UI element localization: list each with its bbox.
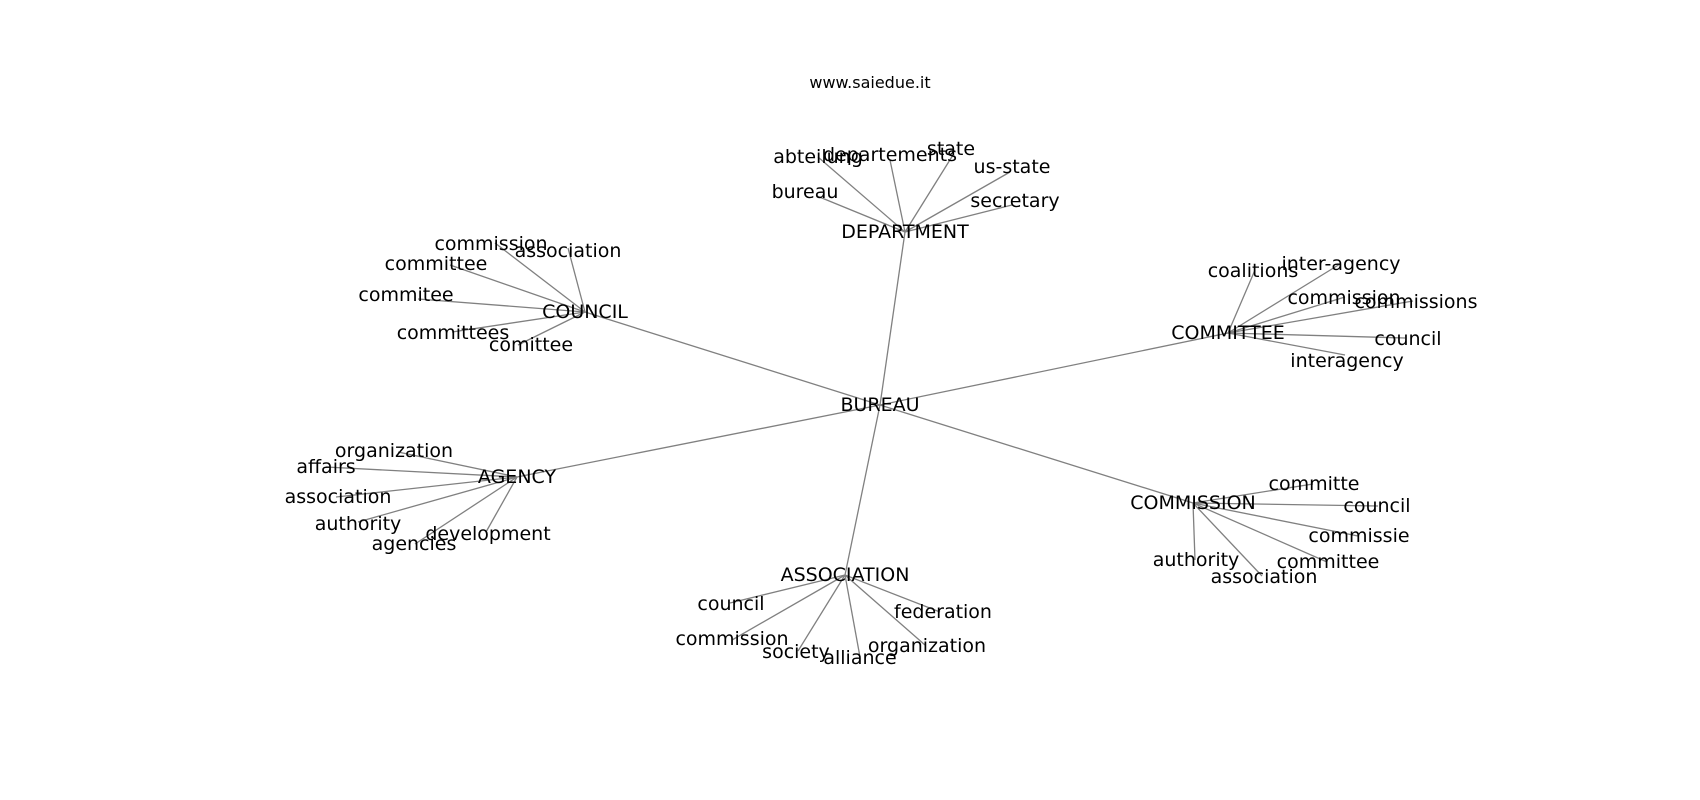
leaf-node-label: committee bbox=[1277, 551, 1380, 573]
edge-hub-3-leaf-3 bbox=[357, 476, 518, 523]
leaf-node-label: commission bbox=[434, 233, 547, 255]
leaf-node-label: commission bbox=[1287, 287, 1400, 309]
edge-hub-0-leaf-4 bbox=[904, 204, 1013, 233]
leaf-node-label: comittee bbox=[489, 334, 573, 356]
edge-center-0 bbox=[879, 231, 906, 406]
edge-hub-1-leaf-2 bbox=[449, 264, 586, 313]
edge-hub-4-leaf-5 bbox=[1192, 502, 1196, 561]
leaf-node-label: society bbox=[762, 641, 830, 663]
leaf-node-label: authority bbox=[315, 513, 402, 535]
edge-hub-0-leaf-3 bbox=[904, 171, 1011, 233]
leaf-node-label: authority bbox=[1153, 549, 1240, 571]
edge-hub-2-leaf-3 bbox=[1227, 300, 1414, 334]
leaf-node-label: council bbox=[1343, 495, 1410, 517]
leaf-node-label: organization bbox=[868, 635, 986, 657]
edge-hub-3-leaf-2 bbox=[335, 476, 518, 498]
leaf-node-label: commissions bbox=[1354, 291, 1477, 313]
leaf-node-label: departements bbox=[823, 144, 957, 166]
leaf-node-label: commission bbox=[675, 628, 788, 650]
hub-node-label: COMMISSION bbox=[1130, 492, 1256, 514]
edge-hub-1-leaf-4 bbox=[451, 311, 586, 333]
center-node-label: BUREAU bbox=[840, 394, 919, 416]
leaf-node-label: development bbox=[425, 523, 550, 545]
edge-hub-0-leaf-2 bbox=[904, 154, 954, 233]
leaf-node-label: committees bbox=[397, 322, 510, 344]
edge-hub-2-leaf-1 bbox=[1227, 263, 1341, 334]
edge-center-3 bbox=[516, 404, 881, 478]
leaf-node-label: federation bbox=[894, 601, 992, 623]
edge-hub-5-leaf-3 bbox=[844, 574, 861, 658]
leaf-node-label: commissie bbox=[1308, 525, 1409, 547]
edge-hub-0-leaf-1 bbox=[889, 159, 906, 233]
leaf-node-label: association bbox=[285, 486, 392, 508]
hub-node-label: DEPARTMENT bbox=[841, 221, 969, 243]
hub-node-label: COUNCIL bbox=[542, 301, 628, 323]
leaf-node-label: alliance bbox=[823, 647, 896, 669]
leaf-node-label: committe bbox=[1269, 473, 1360, 495]
edge-hub-2-leaf-5 bbox=[1227, 332, 1346, 356]
edge-hub-0-leaf-5 bbox=[816, 195, 906, 233]
edge-hub-1-leaf-5 bbox=[517, 311, 586, 346]
edge-hub-5-leaf-4 bbox=[844, 574, 926, 646]
edge-hub-1-leaf-0 bbox=[494, 242, 586, 313]
edge-hub-2-leaf-0 bbox=[1227, 269, 1256, 334]
edge-hub-5-leaf-2 bbox=[797, 574, 846, 652]
hub-node-label: AGENCY bbox=[478, 466, 557, 488]
leaf-node-label: committee bbox=[385, 253, 488, 275]
edge-hub-5-leaf-5 bbox=[844, 574, 941, 613]
edge-center-5 bbox=[844, 404, 881, 576]
edge-hub-3-leaf-1 bbox=[325, 466, 518, 478]
leaf-node-label: organization bbox=[335, 440, 453, 462]
leaf-node-label: affairs bbox=[296, 456, 355, 478]
hub-node-label: ASSOCIATION bbox=[781, 564, 910, 586]
leaf-node-label: commitee bbox=[358, 284, 453, 306]
edge-hub-5-leaf-0 bbox=[729, 574, 846, 604]
edge-center-1 bbox=[584, 311, 881, 406]
edge-hub-3-leaf-4 bbox=[414, 476, 518, 545]
leaf-node-label: association bbox=[515, 240, 622, 262]
leaf-node-label: secretary bbox=[970, 190, 1059, 212]
edge-hub-1-leaf-3 bbox=[417, 298, 586, 313]
leaf-node-label: state bbox=[927, 138, 975, 160]
leaf-node-label: agencies bbox=[372, 533, 457, 555]
edge-hub-4-leaf-3 bbox=[1192, 502, 1328, 563]
leaf-node-label: abteilung bbox=[773, 146, 863, 168]
edge-hub-3-leaf-5 bbox=[485, 476, 518, 533]
hub-node-label: COMMITTEE bbox=[1171, 322, 1285, 344]
label-layer: BUREAU DEPARTMENT abteilungdepartementssta… bbox=[285, 138, 1478, 669]
edge-hub-5-leaf-1 bbox=[731, 574, 846, 641]
edge-center-4 bbox=[879, 404, 1194, 504]
leaf-node-label: interagency bbox=[1290, 350, 1403, 372]
leaf-node-label: bureau bbox=[772, 181, 839, 203]
edge-hub-2-leaf-4 bbox=[1227, 332, 1406, 339]
leaf-node-label: coalitions bbox=[1208, 260, 1299, 282]
edge-hub-1-leaf-1 bbox=[567, 247, 586, 313]
leaf-node-label: council bbox=[1374, 328, 1441, 350]
edge-hub-4-leaf-1 bbox=[1192, 502, 1379, 507]
leaf-node-label: inter-agency bbox=[1281, 253, 1400, 275]
edge-hub-0-leaf-0 bbox=[817, 156, 906, 233]
edge-layer bbox=[325, 154, 1414, 658]
edge-hub-3-leaf-0 bbox=[397, 451, 518, 478]
leaf-node-label: us-state bbox=[974, 156, 1051, 178]
edge-hub-2-leaf-2 bbox=[1227, 296, 1346, 334]
leaf-node-label: council bbox=[697, 593, 764, 615]
leaf-node-label: association bbox=[1211, 566, 1318, 588]
site-url: www.saiedue.it bbox=[809, 73, 930, 92]
edge-hub-4-leaf-2 bbox=[1192, 502, 1359, 537]
edge-hub-4-leaf-0 bbox=[1192, 483, 1314, 504]
edge-center-2 bbox=[879, 332, 1229, 406]
edge-hub-4-leaf-4 bbox=[1192, 502, 1263, 577]
